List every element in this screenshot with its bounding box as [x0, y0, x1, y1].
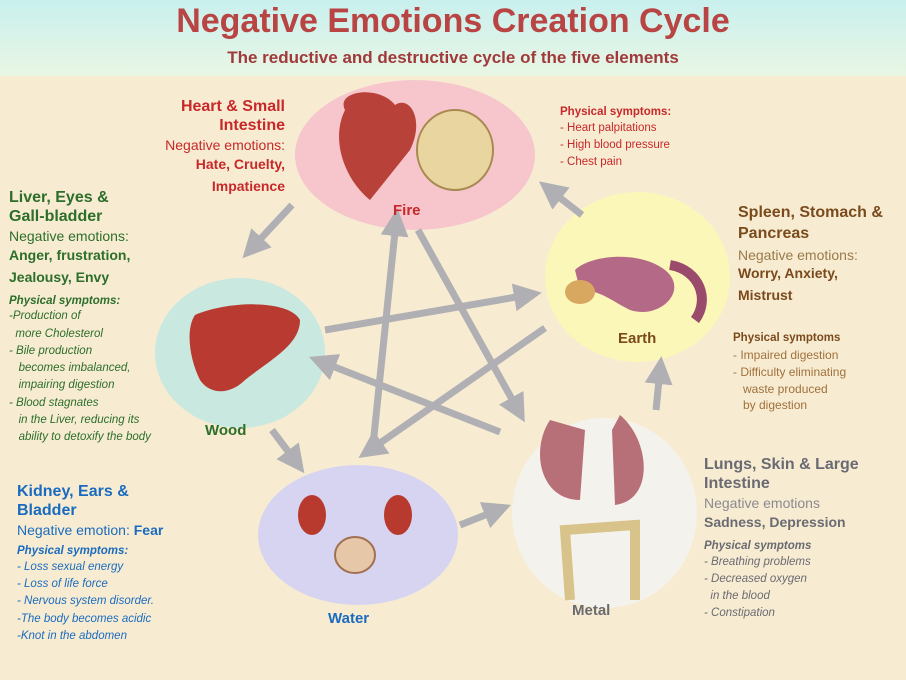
fire-negative-label: Negative emotions: — [165, 137, 285, 154]
metal-symptom: - Decreased oxygen in the blood — [704, 572, 807, 603]
large-intestine-icon — [559, 519, 640, 601]
arrow-water-to-fire — [368, 208, 409, 456]
fire-circle — [295, 80, 535, 230]
earth-label: Earth — [618, 330, 657, 347]
fire-emotion: Hate, Cruelty, — [195, 156, 285, 173]
earth-organs: Spleen, Stomach & Pancreas — [738, 204, 883, 242]
arrow-wood-to-water — [269, 427, 305, 474]
heart-icon — [339, 92, 417, 200]
fire-organs: Heart & Small Intestine — [180, 98, 285, 135]
earth-emotion: Worry, Anxiety, — [738, 265, 838, 282]
water-symptom: - Loss of life force — [17, 578, 108, 591]
wood-emotion: Anger, frustration, — [9, 247, 131, 264]
header-band — [0, 0, 906, 76]
metal-emotion: Sadness, Depression — [704, 514, 846, 531]
metal-label: Metal — [572, 602, 611, 619]
metal-symptoms-label: Physical symptoms — [704, 539, 812, 552]
arrow-wood-to-earth — [324, 283, 542, 334]
wood-symptoms-label: Physical symptoms: — [9, 294, 121, 307]
arrow-fire-to-metal — [414, 228, 525, 423]
water-symptoms-label: Physical symptoms: — [17, 545, 129, 558]
page-title: Negative Emotions Creation Cycle — [176, 2, 730, 40]
earth-symptom: - Difficulty eliminating waste produced … — [733, 364, 847, 413]
fire-symptom: - Chest pain — [560, 156, 623, 169]
water-symptom: -Knot in the abdomen — [17, 629, 127, 642]
arrow-fire-to-wood — [242, 202, 295, 259]
fire-info: Heart & Small Intestine Negative emotion… — [130, 97, 285, 198]
water-negative: Negative emotion: Fear — [17, 522, 192, 539]
earth-symptoms-label: Physical symptoms — [733, 332, 841, 344]
lungs-icon — [540, 415, 644, 505]
wood-emotion: Jealousy, Envy — [9, 268, 110, 285]
water-emotion: Fear — [133, 522, 164, 539]
earth-symptom: - Impaired digestion — [733, 347, 839, 362]
metal-info: Lungs, Skin & Large Intestine Negative e… — [704, 455, 904, 623]
fire-label: Fire — [393, 202, 421, 219]
metal-negative-label: Negative emotions — [704, 495, 820, 512]
arrow-metal-to-earth — [644, 356, 673, 411]
stomach-icon — [565, 256, 707, 323]
arrow-water-to-metal — [458, 502, 512, 529]
water-circle — [258, 465, 458, 605]
wood-symptom: - Bile production becomes imbalanced, im… — [9, 344, 131, 392]
fire-symptom: - High blood pressure — [560, 139, 670, 152]
wood-symptom: - Blood stagnates in the Liver, reducing… — [9, 396, 151, 444]
fire-symptoms: Physical symptoms: - Heart palpitations … — [560, 106, 671, 172]
water-symptom: -The body becomes acidic — [17, 612, 152, 625]
fire-symptoms-label: Physical symptoms: — [560, 106, 672, 118]
kidneys-icon — [298, 495, 412, 535]
earth-emotion: Mistrust — [738, 287, 793, 304]
fire-emotion: Impatience — [211, 177, 285, 194]
water-negative-label: Negative emotion: — [17, 522, 130, 539]
bladder-icon — [334, 536, 376, 574]
small-intestine-icon — [416, 109, 494, 191]
water-symptom: - Nervous system disorder. — [17, 595, 154, 608]
earth-negative-label: Negative emotions: — [738, 246, 858, 263]
page-subtitle: The reductive and destructive cycle of t… — [227, 48, 679, 67]
arrow-earth-to-fire — [538, 181, 585, 218]
metal-symptom: - Breathing problems — [704, 555, 811, 568]
metal-organs: Lungs, Skin & Large Intestine — [704, 456, 859, 493]
arrow-earth-to-water — [358, 325, 548, 459]
water-label: Water — [328, 610, 370, 627]
metal-symptom: - Constipation — [704, 607, 775, 620]
water-organs: Kidney, Ears & Bladder — [17, 483, 129, 520]
liver-icon — [189, 304, 300, 392]
wood-negative-label: Negative emotions: — [9, 228, 129, 245]
wood-label: Wood — [205, 422, 247, 439]
water-info: Kidney, Ears & Bladder Negative emotion:… — [17, 482, 192, 645]
earth-info: Spleen, Stomach & Pancreas Negative emot… — [738, 203, 888, 307]
water-symptom: - Loss sexual energy — [17, 560, 124, 573]
wood-symptom: -Production of more Cholesterol — [9, 310, 103, 340]
earth-symptoms: Physical symptoms - Impaired digestion -… — [733, 332, 846, 414]
fire-symptom: - Heart palpitations — [560, 121, 657, 134]
wood-info: Liver, Eyes & Gall-bladder Negative emot… — [9, 188, 151, 446]
wood-organs: Liver, Eyes & Gall-bladder — [9, 189, 109, 226]
arrow-metal-to-wood — [308, 354, 502, 436]
